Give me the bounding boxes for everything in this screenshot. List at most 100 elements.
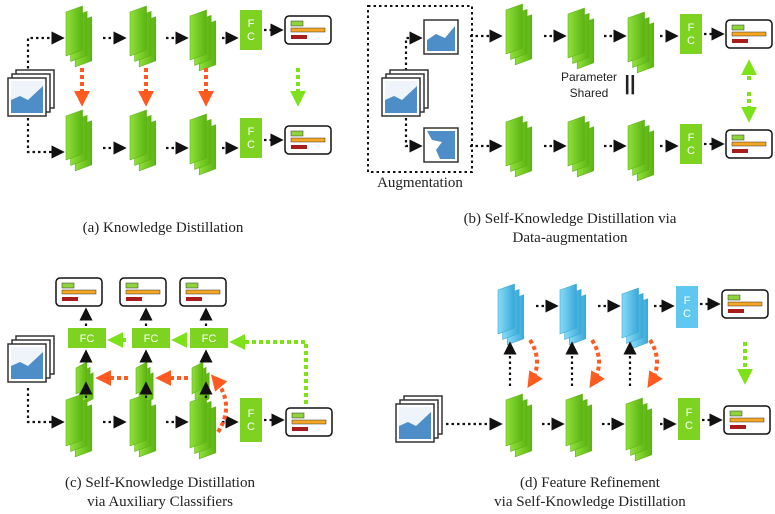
- bar-orange: [727, 301, 763, 307]
- feature-slab: [505, 115, 523, 167]
- panel-a-student-block: [189, 113, 217, 176]
- feature-slab: [625, 397, 643, 451]
- bar-red: [291, 35, 307, 39]
- bar-red: [728, 309, 744, 313]
- feature-slab: [627, 119, 645, 171]
- panel-c-aux-output-3: [179, 277, 227, 307]
- bar-orange: [729, 417, 765, 423]
- bar-red: [732, 39, 748, 43]
- panel-c-main-output: [285, 407, 333, 437]
- bar-orange: [731, 31, 767, 37]
- bar-orange: [731, 141, 767, 147]
- caption-c-line1: (c) Self-Knowledge Distillation: [65, 475, 255, 491]
- panel-c-aux-fc-1: FC: [68, 328, 106, 348]
- bar-red: [732, 149, 748, 153]
- feature-slab: [621, 287, 639, 339]
- bar-orange: [185, 289, 221, 295]
- panel-a-student-block: [65, 109, 93, 172]
- feature-slab: [627, 11, 645, 63]
- panel-d-refined-block: [559, 283, 587, 346]
- panel-b-bottom-block: [627, 119, 655, 182]
- panel-d-main-block: [565, 393, 593, 458]
- panel-c-aux-output-2: [119, 277, 167, 307]
- fc-box: [240, 118, 262, 158]
- image-content: [11, 352, 43, 379]
- panel-d-distill-curve: [527, 338, 543, 389]
- feature-slab: [565, 393, 583, 447]
- fc-box: [680, 14, 702, 54]
- bar-green: [290, 130, 304, 137]
- panel-c-input-image: [7, 335, 55, 383]
- panel-c-input-arrow: [26, 388, 65, 429]
- fc-box: [680, 124, 702, 164]
- caption-b-line1: (b) Self-Knowledge Distillation via: [463, 211, 677, 227]
- panel-b-to-aug1: [404, 31, 423, 76]
- caption-c-line2: via Auxiliary Classifiers: [87, 494, 233, 510]
- feature-slab: [189, 113, 207, 165]
- panel-c-main-block: [129, 393, 157, 458]
- caption-d-line2: via Self-Knowledge Distillation: [494, 494, 686, 510]
- augmented-image-2-content: [427, 131, 455, 159]
- panel-b-input-image: [381, 69, 429, 117]
- panel-c-aux-fc-2: FC: [132, 328, 170, 348]
- augmentation-label: Augmentation: [377, 175, 463, 191]
- bar-green: [727, 294, 741, 301]
- bar-orange: [61, 289, 97, 295]
- image-content: [385, 86, 417, 113]
- parameter-shared-parallel-mark: ||: [624, 73, 636, 95]
- panel-c-main-block: [65, 393, 93, 458]
- bar-orange: [291, 419, 327, 425]
- fc-box: [132, 328, 170, 348]
- bar-orange: [290, 137, 326, 143]
- panel-c-aux-fc-3: FC: [190, 328, 228, 348]
- feature-slab: [559, 283, 577, 335]
- feature-slab: [129, 5, 147, 57]
- panel-d-main-output: [723, 405, 771, 435]
- bar-green: [731, 134, 745, 141]
- feature-slab: [75, 361, 88, 395]
- augmented-image-1-content: [427, 26, 455, 51]
- bar-green: [185, 282, 199, 289]
- feature-slab: [567, 7, 585, 59]
- panel-b-top-block: [567, 7, 595, 70]
- feature-slab: [505, 3, 523, 55]
- feature-slab: [497, 283, 515, 335]
- shared-label: Shared: [569, 86, 609, 100]
- panel-c-aux-output-1: [55, 277, 103, 307]
- fc-label: FC: [144, 333, 159, 345]
- panel-b-bottom-output: [725, 129, 773, 159]
- bar-green: [729, 410, 743, 417]
- fc-box: [678, 398, 700, 440]
- augmentation-box: [367, 5, 473, 173]
- image-content: [11, 86, 43, 113]
- bar-red: [292, 427, 308, 431]
- parameter-label: Parameter: [560, 70, 618, 84]
- panel-b-bottom-block: [567, 115, 595, 178]
- feature-slab: [189, 395, 207, 449]
- panel-d-main-block: [625, 397, 653, 462]
- fc-box: [190, 328, 228, 348]
- panel-b-top-block: [505, 3, 533, 66]
- bar-orange: [290, 27, 326, 33]
- bar-red: [730, 425, 746, 429]
- panel-d-distill-curve: [589, 338, 605, 389]
- fc-box: [240, 398, 262, 442]
- panel-a-teacher-block: [65, 5, 93, 68]
- panel-b-top-output: [725, 19, 773, 49]
- feature-slab: [191, 361, 204, 395]
- bar-green: [291, 412, 305, 419]
- panel-a-input-to-student: [26, 118, 65, 159]
- panel-c-orange-curve: [210, 374, 228, 434]
- panel-b-bottom-block: [505, 115, 533, 178]
- fc-label: FC: [80, 333, 95, 345]
- bar-green: [61, 282, 75, 289]
- bar-red: [186, 297, 202, 301]
